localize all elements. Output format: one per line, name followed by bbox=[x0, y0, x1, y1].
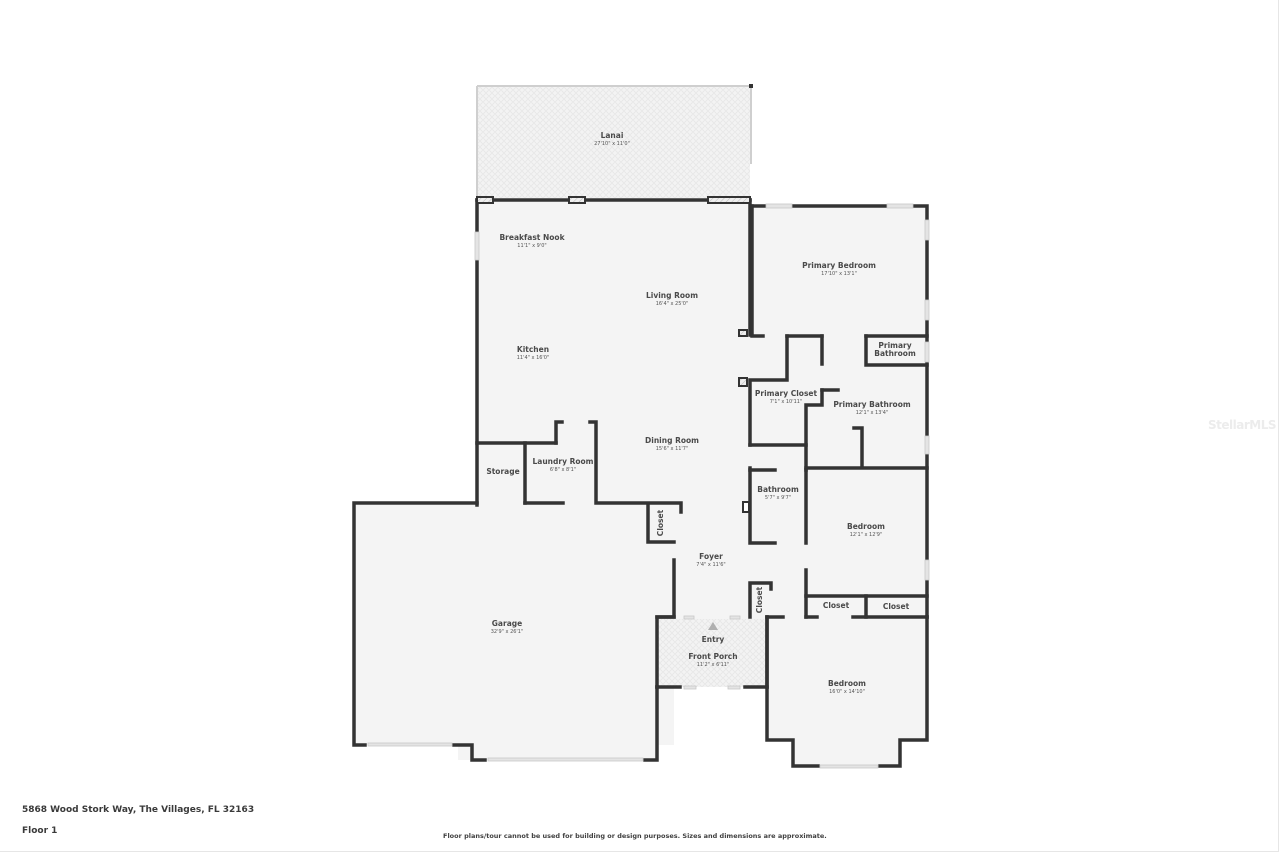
room-name: Foyer bbox=[699, 552, 723, 562]
room-dims: 16'4" x 25'0" bbox=[655, 301, 689, 308]
room-name: Storage bbox=[486, 466, 520, 476]
disclaimer: Floor plans/tour cannot be used for buil… bbox=[443, 832, 827, 840]
room-foyer: Foyer 7'4" x 11'6" bbox=[696, 552, 726, 569]
room-dims: 17'10" x 13'1" bbox=[821, 271, 857, 278]
room-name: Bedroom bbox=[828, 679, 866, 689]
room-name: Entry bbox=[701, 634, 725, 644]
room-name: Closet bbox=[655, 509, 665, 537]
room-storage: Storage bbox=[486, 466, 520, 476]
room-name: Living Room bbox=[645, 291, 699, 301]
room-name: Front Porch bbox=[688, 652, 738, 662]
room-primary-bathroom-small: Primary Bathroom bbox=[873, 340, 917, 359]
room-dims: 5'7" x 9'7" bbox=[764, 495, 792, 502]
room-bedroom-3: Bedroom 16'0" x 14'10" bbox=[828, 679, 866, 696]
room-name: Primary Bathroom bbox=[874, 340, 916, 358]
room-dims: 11'4" x 16'0" bbox=[516, 355, 550, 362]
room-dims: 11'2" x 6'11" bbox=[696, 662, 730, 669]
wall-hatches bbox=[476, 196, 751, 513]
room-front-porch: Front Porch 11'2" x 6'11" bbox=[688, 652, 738, 669]
room-dining-room: Dining Room 15'6" x 11'7" bbox=[645, 436, 699, 453]
room-bedroom-2: Bedroom 12'1" x 12'9" bbox=[847, 522, 885, 539]
room-kitchen: Kitchen 11'4" x 16'0" bbox=[516, 345, 550, 362]
room-primary-closet: Primary Closet 7'1" x 10'11" bbox=[754, 389, 818, 406]
room-name: Primary Closet bbox=[754, 389, 818, 399]
room-primary-bathroom: Primary Bathroom 12'1" x 13'4" bbox=[833, 400, 911, 417]
room-name: Primary Bathroom bbox=[833, 400, 911, 410]
room-dims: 7'1" x 10'11" bbox=[769, 399, 803, 406]
windows bbox=[367, 203, 930, 769]
room-dims: 7'4" x 11'6" bbox=[696, 562, 726, 569]
porch-floor bbox=[657, 619, 767, 687]
room-bathroom: Bathroom 5'7" x 9'7" bbox=[757, 485, 799, 502]
room-name: Dining Room bbox=[645, 436, 699, 446]
floor-fills bbox=[354, 200, 927, 765]
room-dims: 12'1" x 12'9" bbox=[849, 532, 883, 539]
walls bbox=[352, 198, 929, 768]
room-name: Laundry Room bbox=[532, 457, 594, 467]
room-dims: 16'0" x 14'10" bbox=[829, 689, 865, 696]
room-breakfast-nook: Breakfast Nook 11'1" x 9'0" bbox=[499, 233, 565, 250]
room-entry: Entry bbox=[701, 634, 725, 644]
room-dims: 11'1" x 9'0" bbox=[517, 243, 547, 250]
room-name: Garage bbox=[491, 619, 523, 629]
room-dims: 32'9" x 26'1" bbox=[490, 629, 524, 636]
room-closet-b: Closet bbox=[882, 601, 910, 611]
room-laundry-room: Laundry Room 6'8" x 8'1" bbox=[532, 457, 594, 474]
room-name: Closet bbox=[882, 601, 910, 611]
room-name: Lanai bbox=[600, 131, 624, 141]
room-dims: 6'8" x 8'1" bbox=[549, 467, 577, 474]
entry-arrow-icon bbox=[708, 622, 718, 630]
room-name: Bedroom bbox=[847, 522, 885, 532]
room-name: Bathroom bbox=[757, 485, 799, 495]
room-name: Breakfast Nook bbox=[499, 233, 565, 243]
lanai-floor bbox=[478, 86, 750, 198]
room-closet-a: Closet bbox=[822, 600, 850, 610]
room-lanai: Lanai 27'10" x 11'0" bbox=[594, 131, 630, 148]
room-living-room: Living Room 16'4" x 25'0" bbox=[645, 291, 699, 308]
room-primary-bedroom: Primary Bedroom 17'10" x 13'1" bbox=[802, 261, 876, 278]
room-name: Primary Bedroom bbox=[802, 261, 876, 271]
room-foyer-closet: Closet bbox=[754, 586, 764, 614]
room-name: Closet bbox=[822, 600, 850, 610]
room-dims: 15'6" x 11'7" bbox=[655, 446, 689, 453]
room-name: Closet bbox=[754, 586, 764, 614]
property-address: 5868 Wood Stork Way, The Villages, FL 32… bbox=[22, 805, 255, 815]
floor-label: Floor 1 bbox=[22, 826, 58, 836]
watermark: StellarMLS bbox=[1208, 418, 1277, 432]
room-garage: Garage 32'9" x 26'1" bbox=[490, 619, 524, 636]
room-dims: 12'1" x 13'4" bbox=[855, 410, 889, 417]
room-garage-closet: Closet bbox=[655, 509, 665, 537]
room-dims: 27'10" x 11'0" bbox=[594, 141, 630, 148]
room-name: Kitchen bbox=[516, 345, 550, 355]
